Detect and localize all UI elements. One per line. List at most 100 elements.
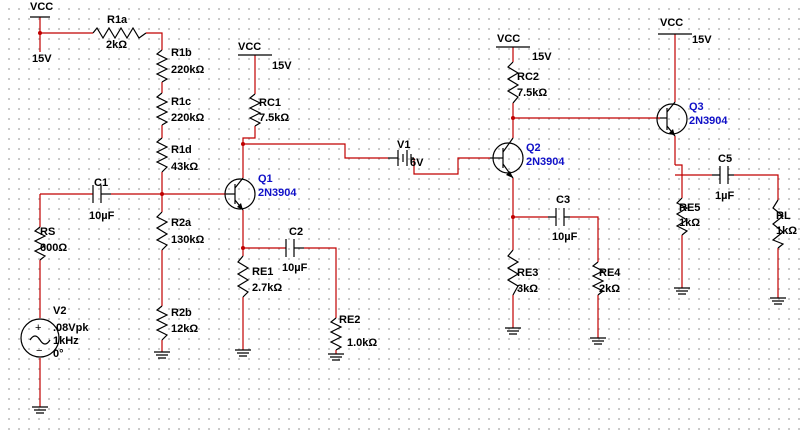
resistor-name: R1b [171, 47, 192, 59]
capacitor-name: C3 [556, 194, 570, 206]
vcc-q1-rail: VCC 15V [238, 41, 292, 72]
resistor-r1c[interactable]: R1c 220kΩ [155, 92, 204, 126]
dc-source-v1[interactable]: V1 6V [388, 139, 424, 169]
resistor-value: 220kΩ [171, 112, 204, 124]
resistor-name: R2a [171, 217, 192, 229]
resistor-rs[interactable]: RS 600Ω [33, 226, 67, 261]
resistor-re2[interactable]: RE2 1.0kΩ [329, 314, 377, 351]
resistor-value: 1.0kΩ [347, 337, 377, 349]
ground-icon [235, 349, 251, 357]
resistor-r1d[interactable]: R1d 43kΩ [155, 137, 198, 173]
supply-voltage-label: 15V [32, 53, 52, 65]
resistor-name: RC2 [517, 71, 539, 83]
wires [39, 17, 779, 407]
capacitor-value: 1µF [715, 190, 734, 202]
transistor-part: 2N3904 [689, 115, 728, 127]
supply-voltage-label: 15V [272, 60, 292, 72]
resistor-r2a[interactable]: R2a 130kΩ [155, 211, 204, 251]
resistor-rc1[interactable]: RC1 7.5kΩ [248, 93, 289, 127]
resistor-rc2[interactable]: RC2 7.5kΩ [506, 61, 547, 104]
ground-icon [770, 297, 786, 305]
resistor-value: 600Ω [40, 242, 67, 254]
plus-icon: + [35, 322, 41, 334]
resistor-re3[interactable]: RE3 3kΩ [506, 249, 538, 296]
resistor-re1[interactable]: RE1 2.7kΩ [236, 255, 282, 298]
resistor-value: 43kΩ [171, 161, 198, 173]
resistor-name: RS [40, 226, 55, 238]
resistor-name: RL [776, 210, 791, 222]
capacitor-name: C1 [94, 177, 108, 189]
resistor-value: 220kΩ [171, 64, 204, 76]
ground-icon [32, 406, 48, 414]
resistor-name: RE4 [599, 267, 621, 279]
capacitor-value: 10µF [282, 262, 308, 274]
source-frequency: 1kHz [53, 335, 79, 347]
resistor-name: R1c [171, 96, 191, 108]
vcc-label: VCC [238, 41, 261, 53]
supply-voltage-label: 15V [532, 51, 552, 63]
resistor-value: 7.5kΩ [259, 112, 289, 124]
resistor-value: 2.7kΩ [252, 282, 282, 294]
resistor-value: 1kΩ [776, 225, 797, 237]
vcc-q2-rail: VCC 15V [496, 33, 552, 63]
resistor-name: RC1 [259, 97, 281, 109]
resistor-re5[interactable]: RE5 1kΩ [675, 197, 700, 236]
resistor-value: 2kΩ [106, 39, 127, 51]
vcc-label: VCC [497, 33, 520, 45]
resistor-value: 130kΩ [171, 234, 204, 246]
source-name: V2 [53, 305, 66, 317]
source-name: V1 [397, 139, 410, 151]
resistor-name: RE2 [339, 314, 360, 326]
resistor-name: RE1 [252, 266, 273, 278]
resistor-value: 1kΩ [679, 217, 700, 229]
resistor-value: 2kΩ [599, 283, 620, 295]
resistor-r1b[interactable]: R1b 220kΩ [155, 47, 204, 83]
resistor-name: RE3 [517, 267, 538, 279]
resistor-name: R2b [171, 307, 192, 319]
ground-icon [674, 287, 690, 295]
supply-voltage-label: 15V [692, 34, 712, 46]
capacitor-c2[interactable]: C2 10µF [282, 226, 308, 274]
vcc-label: VCC [30, 1, 53, 13]
ground-icon [328, 353, 344, 361]
resistor-name: R1a [107, 14, 128, 26]
ground-icon [505, 327, 521, 335]
ground-icon [590, 337, 606, 345]
capacitor-c1[interactable]: C1 10µF [89, 177, 115, 222]
capacitor-c3[interactable]: C3 10µF [548, 194, 578, 243]
transistor-q3[interactable]: Q3 2N3904 [656, 101, 728, 137]
transistor-name: Q2 [526, 142, 541, 154]
resistor-name: RE5 [679, 202, 700, 214]
capacitor-name: C2 [289, 226, 303, 238]
transistor-name: Q3 [689, 101, 704, 113]
junction-dots [38, 31, 515, 250]
minus-icon: − [36, 345, 42, 357]
transistor-name: Q1 [258, 173, 273, 185]
source-value: 6V [410, 157, 424, 169]
capacitor-c5[interactable]: C5 1µF [712, 153, 734, 202]
capacitor-value: 10µF [89, 210, 115, 222]
resistor-value: 7.5kΩ [517, 87, 547, 99]
ac-source-v2[interactable]: + − V2 .08Vpk 1kHz 0° [20, 305, 89, 360]
transistor-q2[interactable]: Q2 2N3904 [490, 137, 565, 179]
resistor-r1a[interactable]: R1a 2kΩ [92, 14, 147, 51]
resistor-value: 3kΩ [517, 283, 538, 295]
resistor-value: 12kΩ [171, 323, 198, 335]
capacitor-name: C5 [718, 153, 732, 165]
source-phase: 0° [53, 348, 64, 360]
vcc-top-rail: VCC 15V [30, 1, 53, 65]
transistor-q1[interactable]: Q1 2N3904 [224, 173, 297, 211]
transistor-part: 2N3904 [526, 156, 565, 168]
capacitor-value: 10µF [552, 231, 578, 243]
source-amplitude: .08Vpk [53, 322, 89, 334]
resistor-r2b[interactable]: R2b 12kΩ [155, 305, 198, 341]
ground-icon [154, 351, 170, 359]
resistor-re4[interactable]: RE4 2kΩ [591, 261, 621, 296]
vcc-label: VCC [660, 17, 683, 29]
resistor-rl[interactable]: RL 1kΩ [771, 199, 797, 249]
vcc-q3-rail: VCC 15V [658, 17, 712, 46]
resistor-name: R1d [171, 144, 192, 156]
ground-symbols [32, 287, 786, 414]
transistor-part: 2N3904 [258, 187, 297, 199]
